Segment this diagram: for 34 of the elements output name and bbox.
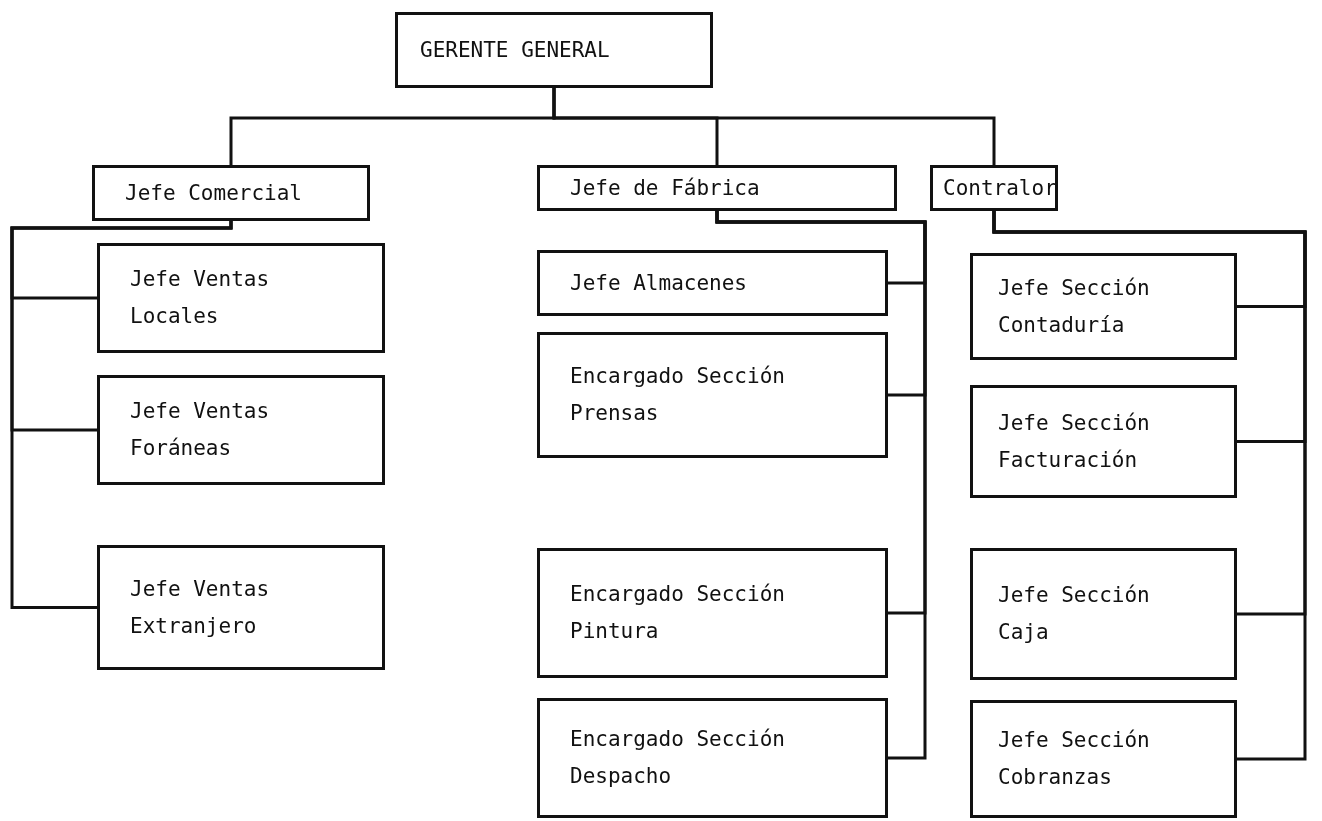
position-box — [537, 332, 888, 458]
position-box — [970, 548, 1237, 680]
position-box — [395, 12, 713, 88]
position-title: GERENTE GENERAL — [420, 36, 610, 64]
position-title: Jefe Sección Cobranzas — [998, 727, 1150, 791]
position-title: Jefe Ventas Locales — [130, 266, 271, 330]
position-box — [537, 548, 888, 678]
connector-line — [715, 211, 927, 760]
position-title: Encargado Sección Prensas — [570, 363, 785, 427]
position-box — [97, 545, 385, 670]
position-title: Jefe Sección Caja — [998, 582, 1150, 646]
position-box — [970, 385, 1237, 498]
connector-line — [10, 220, 233, 609]
position-box — [537, 698, 888, 818]
position-box — [537, 250, 888, 316]
position-box — [92, 165, 370, 221]
position-title: Jefe Ventas Foráneas — [130, 398, 271, 462]
position-title: Contralor — [943, 174, 1057, 202]
position-title: Jefe de Fábrica — [570, 174, 760, 202]
position-title: Jefe Sección Contaduría — [998, 274, 1150, 339]
position-box — [930, 165, 1058, 211]
position-title: Jefe Almacenes — [570, 269, 747, 297]
position-title: Jefe Ventas Extranjero — [130, 575, 271, 640]
position-box — [97, 243, 385, 353]
position-box — [537, 165, 897, 211]
connector-line — [992, 211, 1307, 761]
position-title: Jefe Comercial — [125, 179, 302, 207]
connector-line — [552, 88, 996, 165]
position-title: Encargado Sección Despacho — [570, 726, 785, 790]
position-title: Encargado Sección Pintura — [570, 581, 785, 645]
position-box — [970, 253, 1237, 360]
position-title: Jefe Sección Facturación — [998, 409, 1150, 474]
position-box — [970, 700, 1237, 818]
position-box — [97, 375, 385, 485]
